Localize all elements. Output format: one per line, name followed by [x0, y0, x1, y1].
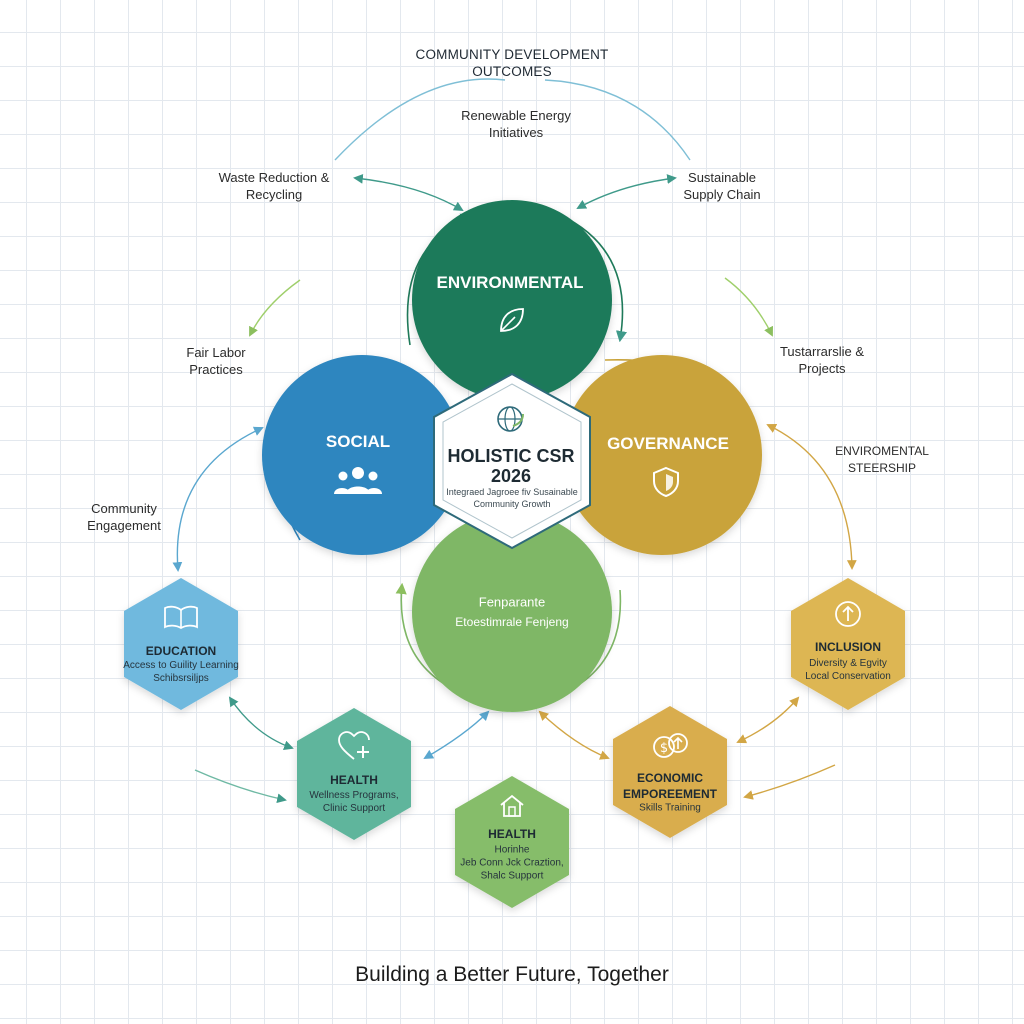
social-circle [262, 355, 462, 555]
globe-icon [497, 406, 524, 432]
arrow-health-center [423, 710, 490, 759]
governance-circle [562, 355, 762, 555]
environmental-title: ENVIRONMENTAL [436, 273, 584, 292]
arrow-waste [353, 173, 464, 212]
shield-icon [653, 466, 679, 498]
economic-sub: Skills Training [639, 802, 701, 814]
health-left-title: HEALTH [330, 773, 378, 787]
environmental-circle [412, 200, 612, 400]
center-hexagon-inner [442, 383, 582, 539]
arrow-education-health [228, 696, 294, 751]
book-icon [164, 605, 198, 630]
arrow-supply [576, 174, 677, 209]
social-title: SOCIAL [325, 432, 391, 451]
health-left-sub: Wellness Programs,Clinic Support [309, 790, 399, 814]
bottom-circle-line2: Etoestimrale Fenjeng [455, 615, 569, 629]
people-icon [334, 467, 382, 494]
arrow-bottom-right [743, 764, 836, 800]
arrow-economic-inclusion [736, 696, 800, 744]
arrow-sustainable [724, 277, 773, 337]
heart-plus-icon [338, 731, 370, 760]
arrow-governance-loop [766, 424, 857, 570]
bottom-circle [412, 512, 612, 712]
house-icon [500, 794, 524, 817]
svg-text:$: $ [660, 741, 668, 756]
arc-top-left [334, 78, 506, 161]
label-waste: Waste Reduction &Recycling [218, 170, 330, 202]
bottom-circle-line1: Fenparante [478, 594, 546, 610]
health-bottom-title: HEALTH [488, 827, 536, 841]
inclusion-title: INCLUSION [815, 640, 881, 654]
footer-tagline: Building a Better Future, Together [355, 963, 669, 986]
health-left-hexagon [297, 708, 411, 840]
label-sustainable-projects: Tustarrarslie &Projects [779, 344, 865, 376]
inclusion-hexagon [791, 578, 905, 710]
governance-title: GOVERNANCE [607, 434, 729, 453]
arc-top-right [544, 79, 691, 161]
coins-icon: $ [653, 733, 688, 758]
health-bottom-hexagon [455, 776, 569, 908]
education-title: EDUCATION [145, 644, 217, 658]
arrow-up-icon [835, 601, 861, 627]
arrow-center-economic [538, 710, 610, 760]
economic-hexagon [613, 706, 727, 838]
arrow-bottom-left [194, 769, 287, 804]
arrow-fair-labor [249, 279, 301, 337]
leaf-icon [500, 308, 524, 332]
education-hexagon [124, 578, 238, 710]
arrow-social-loop [172, 426, 264, 572]
